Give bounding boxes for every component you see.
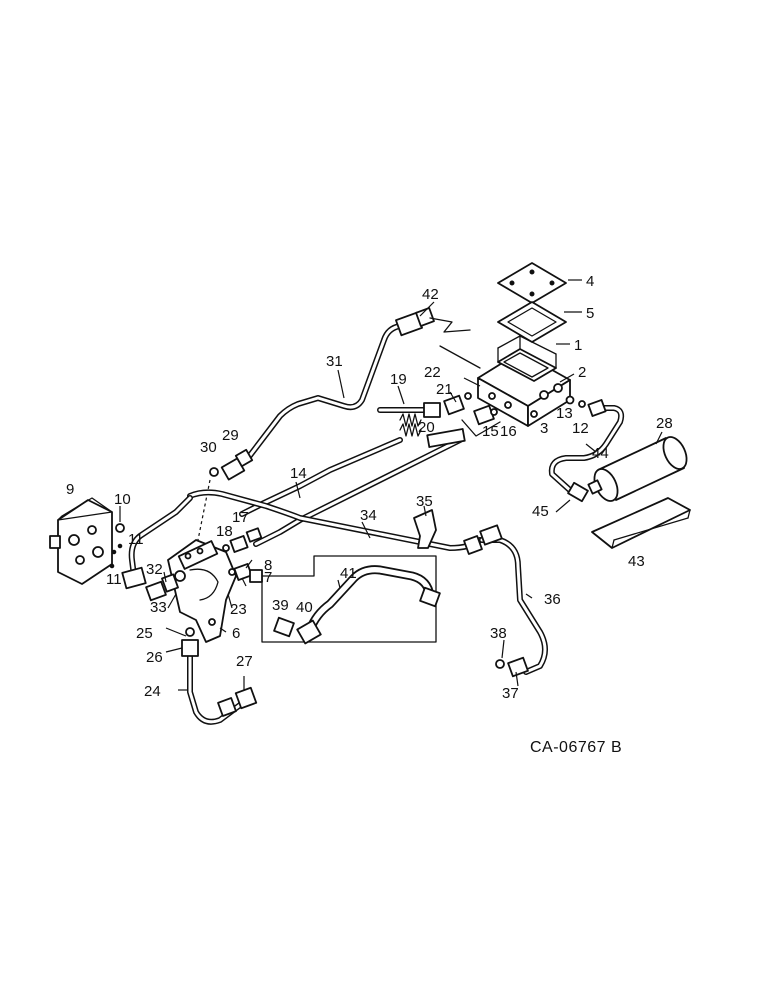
callout-15: 15 [482,423,499,440]
callout-6: 6 [232,625,240,642]
callout-4: 4 [586,273,594,290]
plug [115,523,125,533]
leader-bracket [461,419,501,437]
break-line [429,317,471,333]
callout-3: 3 [540,420,548,437]
callout-45: 45 [532,503,549,520]
o-ring [209,467,219,477]
callout-30: 30 [200,439,217,456]
center-line [197,479,211,541]
o-ring [530,410,538,418]
callout-labels: 4 5 1 2 42 31 22 19 21 20 15 16 3 13 12 … [66,273,673,756]
callout-27: 27 [236,653,253,670]
drawing-code: CA-06767 B [530,739,622,756]
end-plate [49,497,113,585]
o-ring [109,563,115,569]
adapter-fitting [145,570,186,602]
callout-9: 9 [66,481,74,498]
callout-39: 39 [272,597,289,614]
callout-8: 8 [264,557,272,574]
callout-11: 11 [106,571,122,588]
break-line [439,345,481,369]
callout-35: 35 [416,493,433,510]
callout-40: 40 [296,599,313,616]
o-ring [117,543,123,549]
o-ring [111,549,117,555]
callout-33: 33 [150,599,167,616]
callout-5: 5 [586,305,594,322]
callout-1: 1 [574,337,582,354]
callout-20: 20 [418,419,435,436]
valve-body [477,335,571,427]
callout-42: 42 [422,286,439,303]
callout-41: 41 [340,565,357,582]
fitting-cluster [222,527,263,583]
callout-11: 11 [128,531,144,548]
accumulator [587,436,688,502]
elbow-fitting [443,392,498,426]
callout-37: 37 [502,685,519,702]
callout-23: 23 [230,601,247,618]
o-ring [565,395,575,405]
callout-43: 43 [628,553,645,570]
drain-line [463,524,548,678]
callout-38: 38 [490,625,507,642]
lower-tube [181,639,258,725]
callout-21: 21 [436,381,453,398]
callout-31: 31 [326,353,343,370]
callout-24: 24 [144,683,161,700]
callout-14: 14 [290,465,307,482]
hose-assembly [273,565,441,645]
leader-lines [119,279,663,691]
callout-10: 10 [114,491,131,508]
elbow-fitting [220,448,254,481]
callout-44: 44 [592,445,609,462]
hose-fitting [377,402,441,418]
cover-plate [497,262,567,304]
callout-36: 36 [544,591,561,608]
callout-7: 7 [264,569,272,586]
manifold-bracket [167,539,237,643]
upper-hose [245,307,435,461]
callout-12: 12 [572,420,589,437]
callout-18: 18 [216,523,233,540]
clip-bracket [413,509,437,549]
callout-29: 29 [222,427,239,444]
callout-22: 22 [424,364,441,381]
spring [399,413,422,437]
callout-13: 13 [556,405,573,422]
gasket [497,301,567,343]
callout-19: 19 [390,371,407,388]
callout-28: 28 [656,415,673,432]
callout-26: 26 [146,649,163,666]
callout-17: 17 [232,509,249,526]
callout-34: 34 [360,507,377,524]
callout-2: 2 [578,364,586,381]
accumulator-guard [591,497,691,549]
callout-32: 32 [146,561,163,578]
o-ring [185,627,195,637]
o-ring [578,400,586,408]
callout-25: 25 [136,625,153,642]
callout-16: 16 [500,423,517,440]
accumulator-line [548,399,625,503]
